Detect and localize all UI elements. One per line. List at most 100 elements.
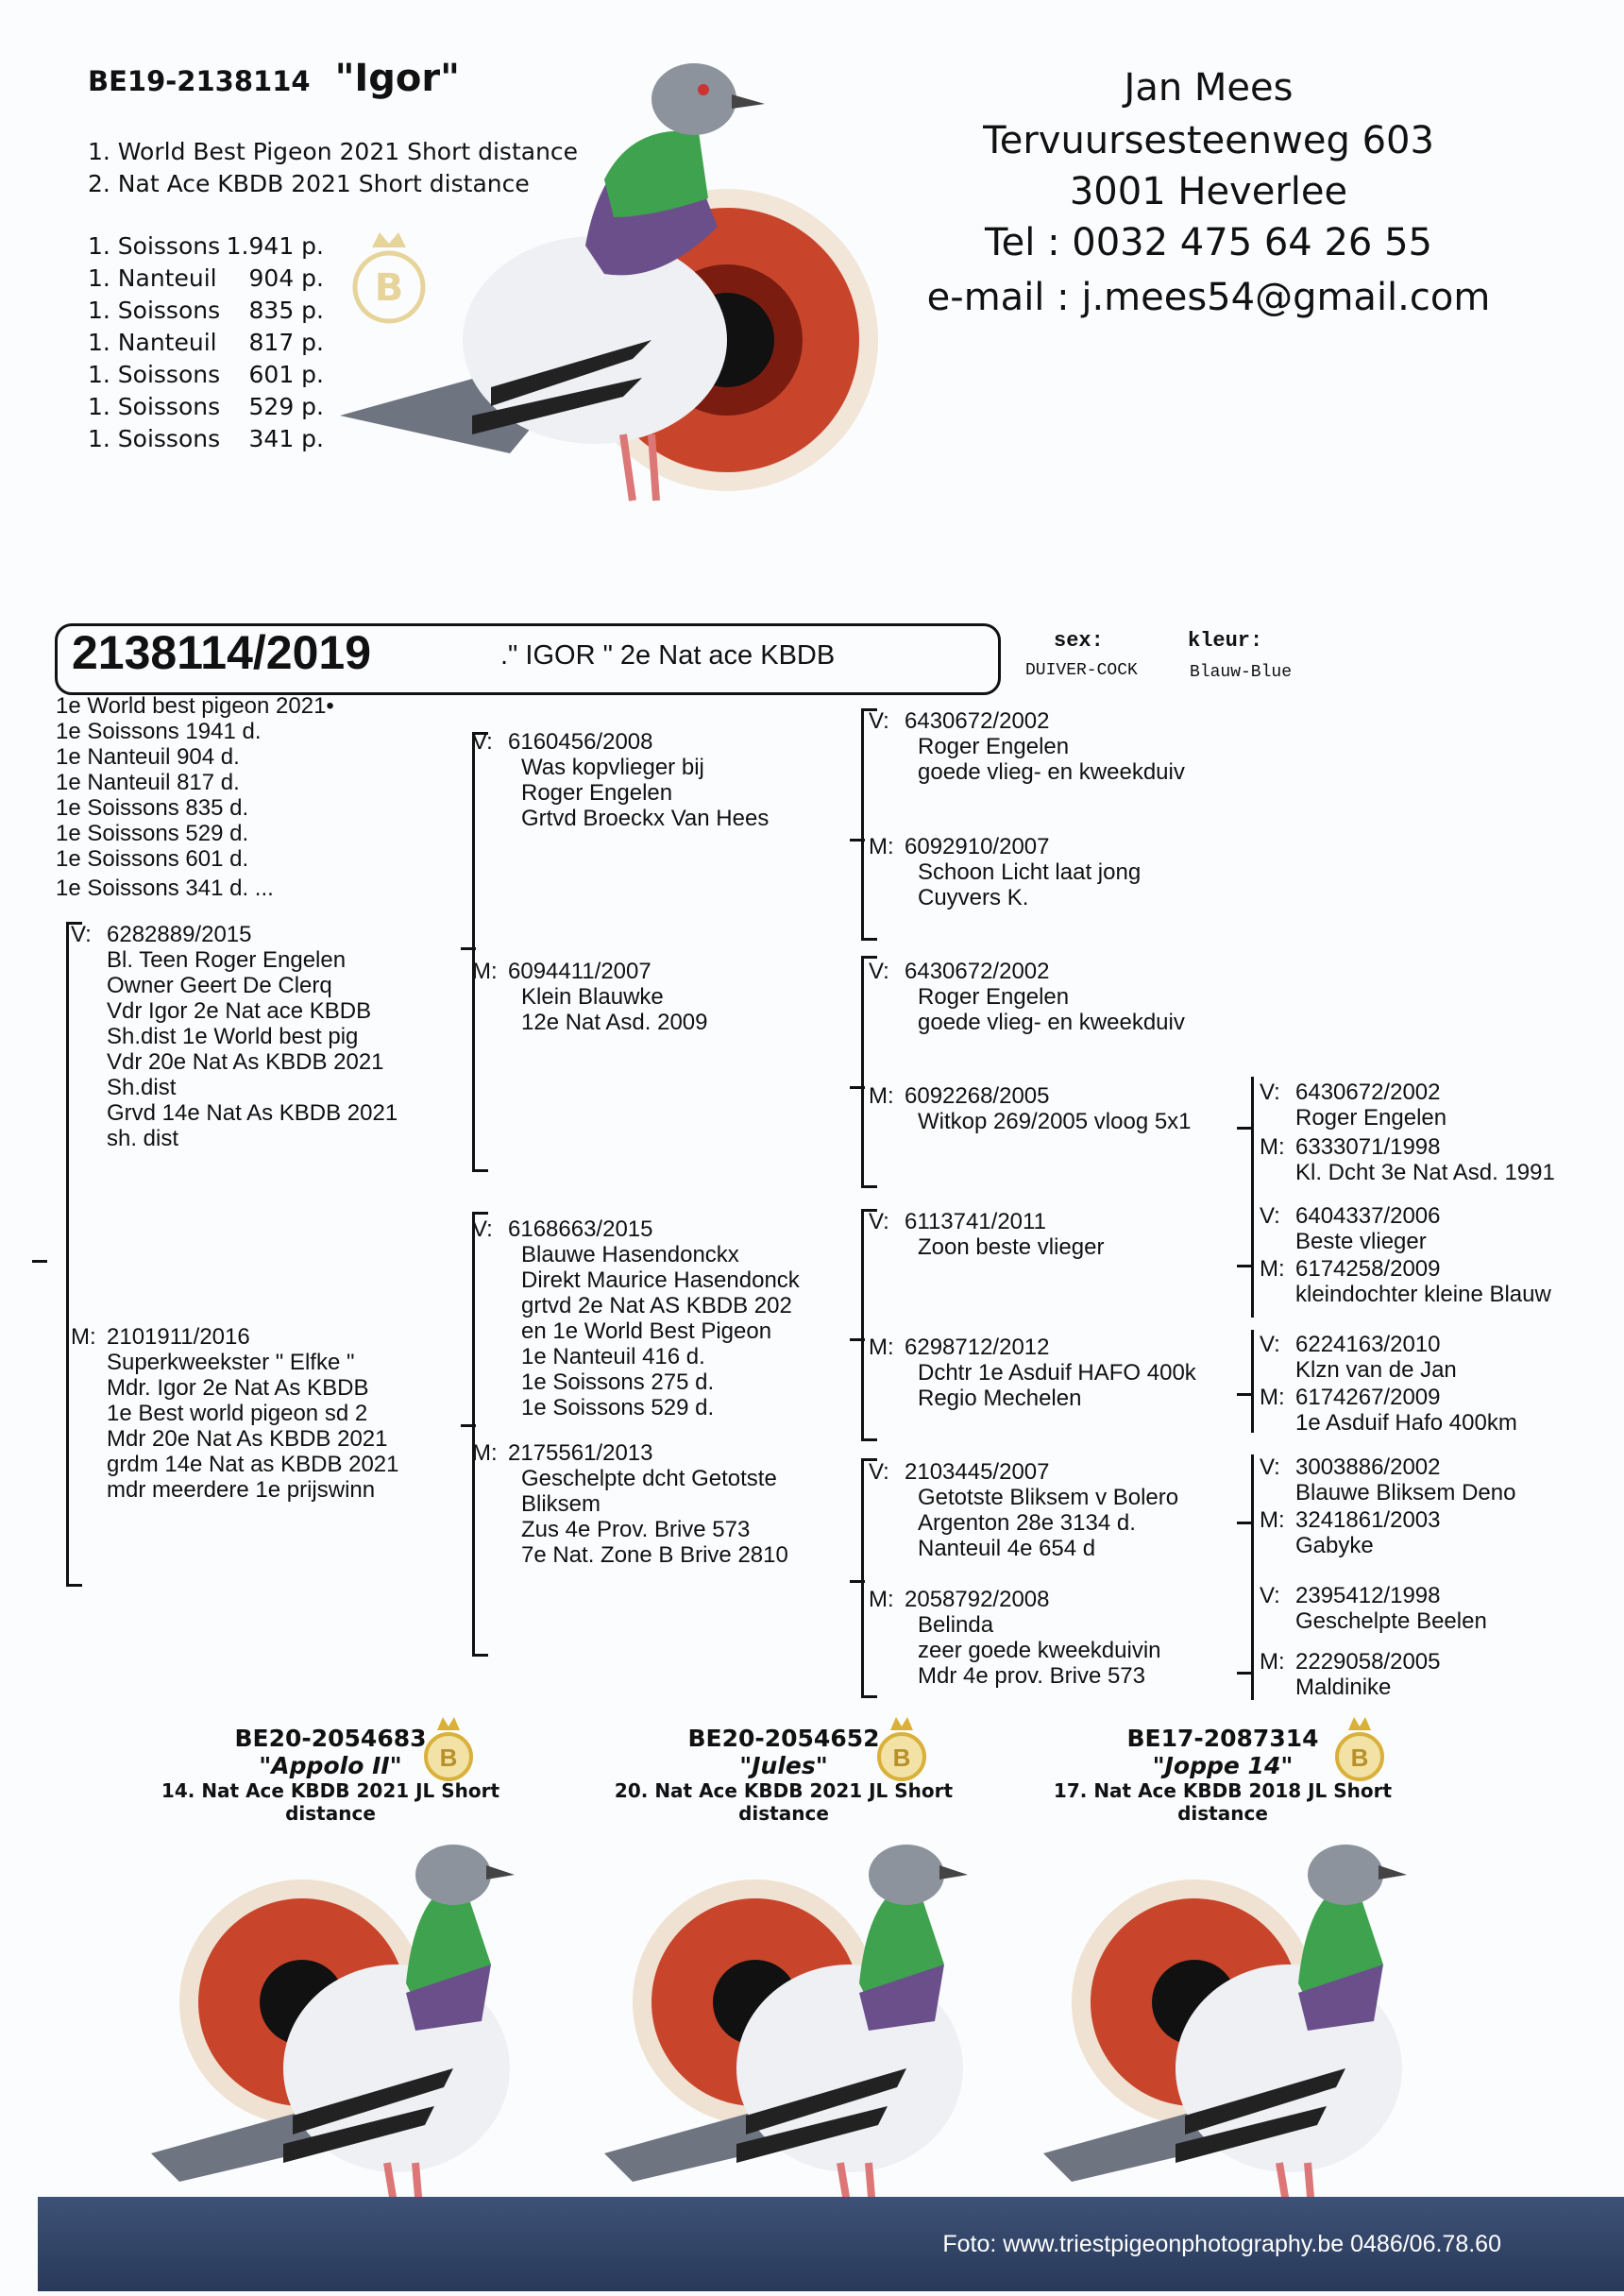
footer-banner [38,2197,1624,2291]
photo-credit: Foto: www.triestpigeonphotography.be 048… [942,2231,1501,2257]
sire-label: V: [869,708,889,734]
bracket-line [1251,1204,1254,1318]
sire-label: V: [869,959,889,984]
offspring-award: 20. Nat Ace KBDB 2021 JL Short distance [614,1779,954,1825]
pedigree-result: 1e Nanteuil 904 d. [56,744,240,770]
bracket-line [1251,1454,1254,1639]
sire-label: V: [71,922,92,947]
pedigree-result: 1e Soissons 835 d. [56,795,249,821]
entry-line: 6404337/2006 [1295,1203,1441,1229]
color-value: Blauw-Blue [1190,663,1293,682]
entry-line: 3241861/2003 [1295,1507,1441,1533]
entry-line: 6160456/2008 [508,729,653,755]
color-label: kleur: [1188,629,1263,653]
entry-line: 1e Best world pigeon sd 2 [107,1401,368,1426]
bracket-line [861,956,877,1188]
entry-line: Zoon beste vlieger [918,1234,1105,1260]
offspring-name: "Jules" [739,1752,828,1779]
entry-line: sh. dist [107,1126,179,1151]
bracket-tick [850,839,865,842]
bracket-line [1251,1330,1254,1433]
offspring-award: 14. Nat Ace KBDB 2021 JL Short distance [161,1779,500,1825]
result-prize: 904 p. [248,264,324,292]
sire-label: V: [1260,1080,1280,1105]
sire-label: V: [472,729,493,755]
entry-line: Direkt Maurice Hasendonck [521,1267,800,1293]
entry-line: Klzn van de Jan [1295,1357,1457,1383]
entry-line: 6282889/2015 [107,922,252,947]
entry-line: 6430672/2002 [905,959,1050,984]
bracket-tick [461,1424,476,1427]
entry-line: Superkweekster " Elfke " [107,1350,355,1375]
entry-line: Bl. Teen Roger Engelen [107,947,347,973]
entry-line: Regio Mechelen [918,1386,1082,1411]
result-place: 1. Soissons [88,232,221,260]
dam-label: M: [472,959,498,984]
entry-line: Blauwe Bliksem Deno [1295,1480,1516,1505]
entry-line: 6174267/2009 [1295,1385,1441,1410]
entry-line: Mdr. Igor 2e Nat As KBDB [107,1375,369,1401]
dam-label: M: [472,1440,498,1466]
breeder-email[interactable]: e-mail : j.mees54@gmail.com [926,276,1491,319]
entry-line: grtvd 2e Nat AS KBDB 202 [521,1293,792,1318]
entry-line: Owner Geert De Clerq [107,973,332,998]
entry-line: 6430672/2002 [905,708,1050,734]
sex-value: DUIVER-COCK [1025,661,1138,680]
offspring-pigeon-photo [151,1845,515,2220]
offspring-label: BE20-2054652"Jules"20. Nat Ace KBDB 2021… [585,1725,982,1825]
entry-line: Mdr 20e Nat As KBDB 2021 [107,1426,388,1452]
pigeon-photo [340,63,878,502]
result-place: 1. Nanteuil [88,264,217,292]
entry-line: Roger Engelen [1295,1105,1447,1131]
entry-line: Sh.dist 1e World best pig [107,1024,359,1049]
offspring-label: BE17-2087314"Joppe 14"17. Nat Ace KBDB 2… [1024,1725,1421,1825]
result-prize: 341 p. [248,425,324,452]
entry-line: Grvd 14e Nat As KBDB 2021 [107,1100,398,1126]
result-place: 1. Soissons [88,361,221,388]
entry-line: Nanteuil 4e 654 d [918,1536,1096,1561]
bracket-line [1251,1583,1254,1700]
entry-line: Blauwe Hasendonckx [521,1242,739,1267]
entry-line: zeer goede kweekduivin [918,1638,1161,1663]
dam-label: M: [869,1335,894,1360]
bracket-line [861,1209,877,1441]
entry-line: 1e Asduif Hafo 400km [1295,1410,1517,1436]
bracket-tick [32,1260,47,1263]
offspring-name: "Appolo II" [259,1752,402,1779]
entry-line: Beste vlieger [1295,1229,1427,1254]
entry-line: 6224163/2010 [1295,1332,1441,1357]
bracket-tick [1237,1522,1252,1524]
result-place: 1. Soissons [88,425,221,452]
entry-line: en 1e World Best Pigeon [521,1318,772,1344]
entry-line: 6168663/2015 [508,1216,653,1242]
entry-line: 6333071/1998 [1295,1134,1441,1160]
dam-label: M: [1260,1507,1285,1533]
entry-line: 6094411/2007 [508,959,651,984]
sire-label: V: [1260,1583,1280,1608]
svg-text:B: B [440,1743,458,1772]
kbdb-badge-icon: B [877,1717,926,1781]
result-place: 1. Soissons [88,393,221,420]
dam-label: M: [1260,1134,1285,1160]
entry-line: Roger Engelen [918,734,1070,759]
dam-label: M: [869,1083,894,1109]
breeder-name: Jan Mees [1124,66,1294,110]
sex-label: sex: [1054,629,1104,653]
dam-label: M: [1260,1649,1285,1675]
entry-line: 7e Nat. Zone B Brive 2810 [521,1542,788,1568]
achievement: 2. Nat Ace KBDB 2021 Short distance [88,170,530,197]
entry-line: Belinda [918,1612,994,1638]
entry-line: Getotste Bliksem v Bolero [918,1485,1179,1510]
entry-line: Vdr 20e Nat As KBDB 2021 [107,1049,384,1075]
result-row: 1. Nanteuil 904 p. [88,264,324,292]
